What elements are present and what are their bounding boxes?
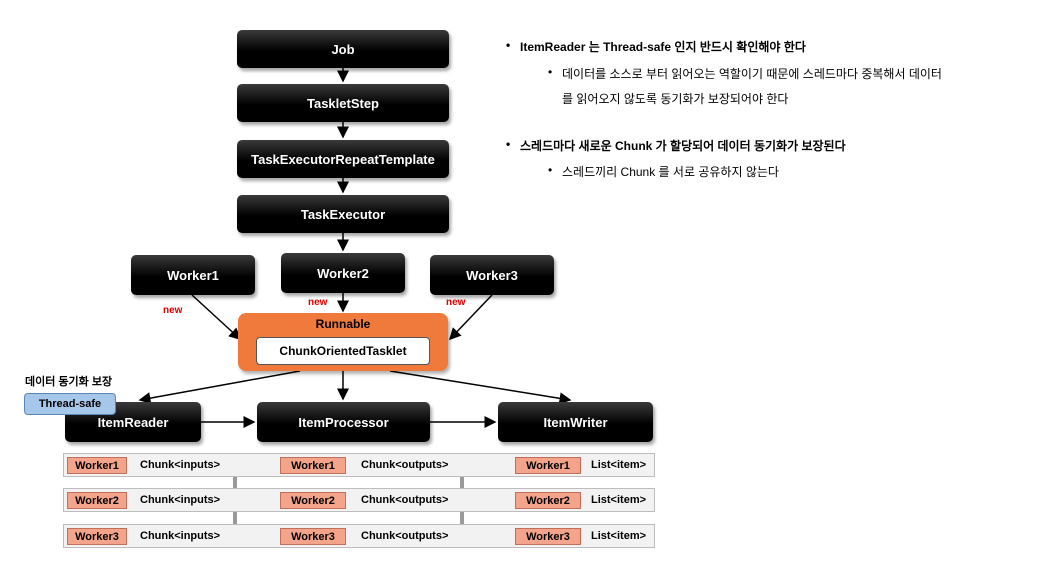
worker-row: Worker3 Chunk<inputs> Worker3 Chunk<outp… xyxy=(63,524,655,548)
worker3-node: Worker3 xyxy=(430,255,554,295)
runnable-box: Runnable ChunkOrientedTasklet xyxy=(238,313,448,371)
worker-tag: Worker3 xyxy=(515,528,581,545)
tasklet-step-node: TaskletStep xyxy=(237,84,449,122)
sub-bullet-marker: • xyxy=(548,163,553,177)
job-node: Job xyxy=(237,30,449,68)
item-processor-node: ItemProcessor xyxy=(257,402,430,442)
thread-safe-badge: Thread-safe xyxy=(24,393,116,415)
worker2-node: Worker2 xyxy=(281,253,405,293)
chunk-oriented-tasklet: ChunkOrientedTasklet xyxy=(256,337,430,365)
worker-tag: Worker1 xyxy=(280,457,346,474)
repeat-template-node: TaskExecutorRepeatTemplate xyxy=(237,140,449,178)
list-items: List<item> xyxy=(591,530,647,542)
runnable-label: Runnable xyxy=(315,317,371,331)
sub-bullet-line1: 데이터를 소스로 부터 읽어오는 역할이기 때문에 스레드마다 중복해서 데이터 xyxy=(562,67,942,81)
worker-tag: Worker1 xyxy=(515,457,581,474)
new-label: new xyxy=(163,305,183,316)
bullet-chunk-sync: 스레드마다 새로운 Chunk 가 할당되어 데이터 동기화가 보장된다 xyxy=(520,139,846,153)
list-items: List<item> xyxy=(591,494,647,506)
arrow-worker3-runnable xyxy=(448,294,493,341)
list-items: List<item> xyxy=(591,459,647,471)
chunk-outputs: Chunk<outputs> xyxy=(361,494,449,506)
bullet-marker: • xyxy=(506,38,511,52)
arrow-worker1-runnable xyxy=(191,294,242,341)
sub-bullet-marker: • xyxy=(548,65,553,79)
sub-bullet-line2: 를 읽어오지 않도록 동기화가 보장되어야 한다 xyxy=(562,92,789,106)
worker-tag: Worker3 xyxy=(67,528,127,545)
chunk-inputs: Chunk<inputs> xyxy=(140,494,221,506)
bullet-item-reader-thread-safe: ItemReader 는 Thread-safe 인지 반드시 확인해야 한다 xyxy=(520,40,806,54)
arrow-runnable-writer xyxy=(389,370,572,405)
item-writer-node: ItemWriter xyxy=(498,402,653,442)
chunk-inputs: Chunk<inputs> xyxy=(140,459,221,471)
new-label: new xyxy=(308,297,328,308)
chunk-outputs: Chunk<outputs> xyxy=(361,459,449,471)
worker-row: Worker2 Chunk<inputs> Worker2 Chunk<outp… xyxy=(63,488,655,512)
worker1-node: Worker1 xyxy=(131,255,255,295)
task-executor-node: TaskExecutor xyxy=(237,195,449,233)
sub-bullet-chunk-not-shared: 스레드끼리 Chunk 를 서로 공유하지 않는다 xyxy=(562,165,779,179)
sync-guarantee-label: 데이터 동기화 보장 xyxy=(25,376,113,388)
arrow-runnable-reader xyxy=(138,370,301,405)
worker-row: Worker1 Chunk<inputs> Worker1 Chunk<outp… xyxy=(63,453,655,477)
bullet-marker: • xyxy=(506,137,511,151)
new-label: new xyxy=(446,297,466,308)
worker-tag: Worker2 xyxy=(280,492,346,509)
worker-tag: Worker2 xyxy=(515,492,581,509)
worker-tag: Worker1 xyxy=(67,457,127,474)
chunk-outputs: Chunk<outputs> xyxy=(361,530,449,542)
worker-tag: Worker2 xyxy=(67,492,127,509)
chunk-inputs: Chunk<inputs> xyxy=(140,530,221,542)
worker-tag: Worker3 xyxy=(280,528,346,545)
